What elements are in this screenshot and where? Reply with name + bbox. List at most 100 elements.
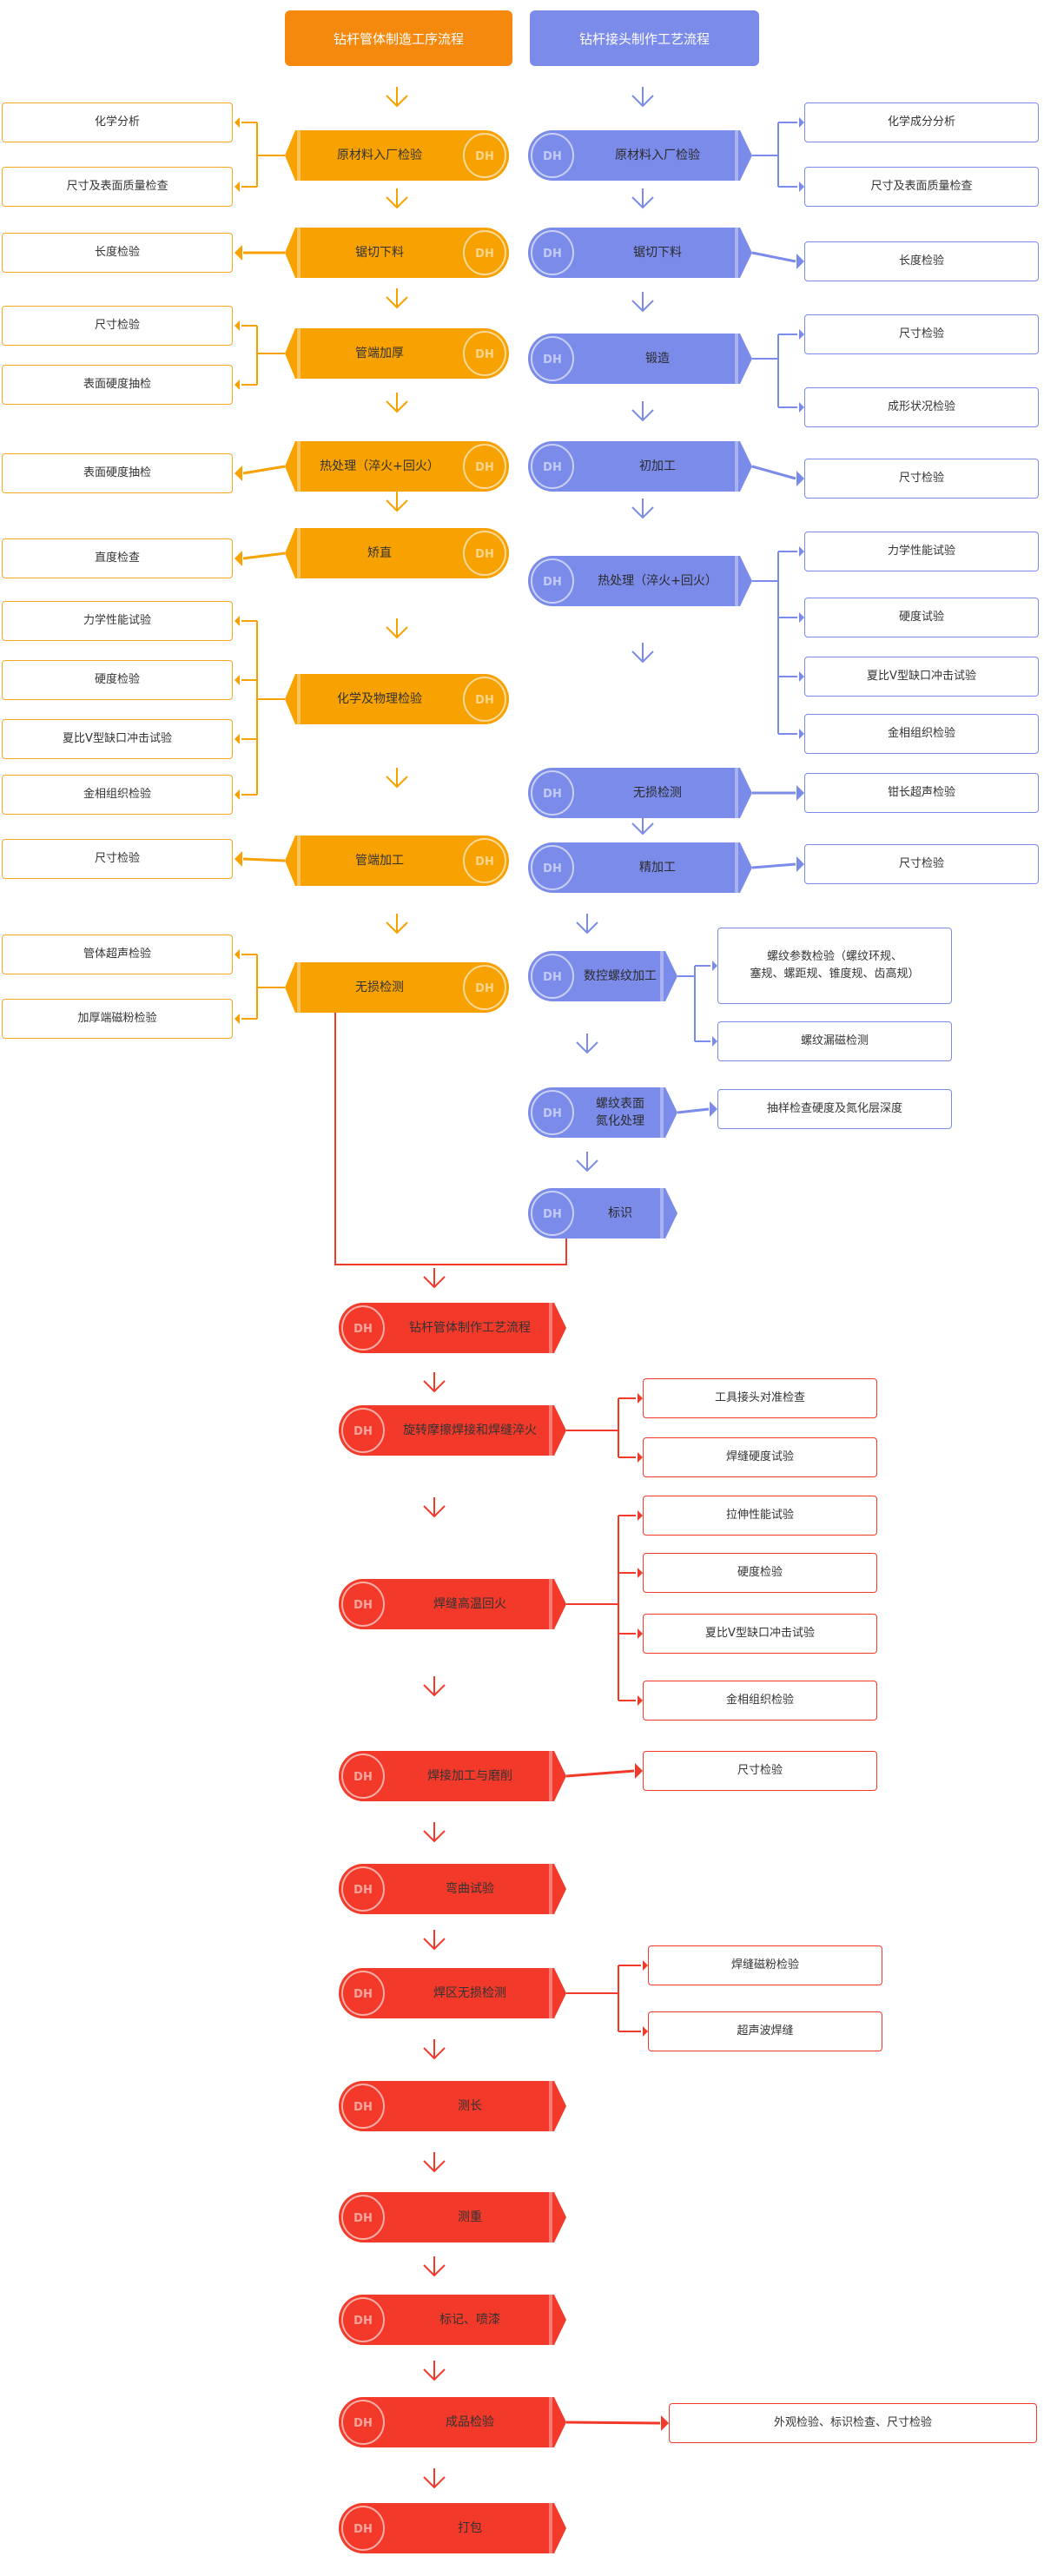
step-label: 焊区无损检测 — [433, 1986, 506, 2000]
blue-check-box: 力学性能试验 — [804, 532, 1039, 571]
dh-badge-icon: DH — [285, 130, 509, 181]
blue-check-box: 尺寸及表面质量检查 — [804, 167, 1039, 207]
orange-check-box: 尺寸及表面质量检查 — [2, 167, 233, 207]
connector-line — [677, 1107, 710, 1114]
dh-badge-icon: DH — [339, 2081, 566, 2131]
svg-text:DH: DH — [543, 788, 562, 801]
arrow-head — [235, 245, 242, 261]
step-label: 螺纹表面 — [596, 1097, 644, 1111]
connector-line — [565, 2421, 661, 2425]
svg-text:DH: DH — [354, 2523, 373, 2536]
orange-check-box: 表面硬度抽检 — [2, 453, 233, 493]
step-label: 原材料入厂检验 — [337, 149, 422, 162]
dh-badge-icon: DH — [339, 2503, 566, 2553]
dh-badge-icon: DH — [339, 1303, 566, 1353]
dh-badge-icon: DH — [528, 334, 752, 384]
arrow-head — [235, 851, 242, 867]
red-check-box: 夏比V型缺口冲击试验 — [643, 1614, 877, 1654]
arrow-head — [799, 329, 804, 340]
arrow-head — [638, 1695, 643, 1706]
svg-text:DH: DH — [354, 1599, 373, 1612]
blue-check-box: 螺纹参数检验（螺纹环规、塞规、螺距规、锥度规、齿高规） — [717, 928, 952, 1004]
svg-text:DH: DH — [543, 150, 562, 163]
svg-text:DH: DH — [543, 461, 562, 474]
red-check-box: 超声波焊缝 — [648, 2011, 882, 2051]
orange-check-box: 硬度检验 — [2, 660, 233, 700]
blue-step: DH 数控螺纹加工 — [528, 951, 677, 1001]
step-label: 弯曲试验 — [446, 1882, 494, 1896]
svg-text:DH: DH — [354, 2417, 373, 2430]
step-label: 标识 — [608, 1206, 632, 1220]
blue-check-box: 化学成分分析 — [804, 102, 1039, 142]
step-label: 钻杆管体制作工艺流程 — [409, 1321, 531, 1335]
red-check-box: 工具接头对准检查 — [643, 1378, 877, 1418]
dh-badge-icon: DH — [285, 441, 509, 492]
step-label: 管端加厚 — [355, 347, 404, 360]
arrow-head — [235, 551, 242, 566]
step-label: 焊接加工与磨削 — [427, 1769, 512, 1783]
step-label: 初加工 — [639, 459, 676, 473]
red-step: DH 测重 — [339, 2192, 566, 2242]
arrow-head — [235, 466, 242, 481]
arrow-head — [235, 675, 240, 685]
orange-check-box: 表面硬度抽检 — [2, 365, 233, 405]
red-check-box: 拉伸性能试验 — [643, 1496, 877, 1536]
svg-text:DH: DH — [543, 576, 562, 589]
orange-step: DH 管端加厚 — [285, 328, 509, 379]
step-label: 原材料入厂检验 — [615, 149, 700, 162]
orange-check-box: 化学分析 — [2, 102, 233, 142]
red-check-box: 焊缝磁粉检验 — [648, 1945, 882, 1985]
blue-check-box: 成形状况检验 — [804, 387, 1039, 427]
step-label: 数控螺纹加工 — [584, 969, 657, 983]
arrow-head — [643, 2026, 648, 2037]
arrow-head — [799, 182, 804, 192]
svg-text:DH: DH — [475, 855, 494, 869]
connector-line — [242, 465, 286, 475]
dh-badge-icon: DH — [528, 768, 752, 818]
arrow-head — [235, 182, 240, 192]
arrow-head — [712, 1036, 717, 1047]
arrow-head — [235, 320, 240, 331]
arrow-head — [643, 1960, 648, 1971]
orange-step: DH 管端加工 — [285, 836, 509, 886]
arrow-head — [635, 1763, 643, 1779]
arrow-head — [235, 616, 240, 626]
connector-line — [565, 1769, 635, 1778]
dh-badge-icon: DH — [339, 2192, 566, 2242]
blue-header: 钻杆接头制作工艺流程 — [530, 10, 759, 66]
svg-text:DH: DH — [543, 971, 562, 984]
svg-text:DH: DH — [475, 348, 494, 361]
svg-text:DH: DH — [543, 1107, 562, 1120]
svg-text:DH: DH — [543, 248, 562, 261]
arrow-head — [796, 856, 804, 872]
dh-badge-icon: DH — [339, 2295, 566, 2345]
orange-check-box: 管体超声检验 — [2, 935, 233, 974]
svg-text:DH: DH — [475, 982, 494, 995]
arrow-head — [799, 117, 804, 128]
step-label: 标记、喷漆 — [439, 2313, 500, 2327]
orange-check-box: 尺寸检验 — [2, 839, 233, 879]
box-label: 螺纹参数检验（螺纹环规、 — [766, 950, 902, 963]
blue-step: DH 初加工 — [528, 441, 752, 492]
blue-check-box: 金相组织检验 — [804, 714, 1039, 754]
svg-text:DH: DH — [354, 2212, 373, 2225]
dh-badge-icon: DH — [339, 2397, 566, 2447]
step-label: 测重 — [458, 2210, 482, 2224]
connector-line — [751, 251, 796, 263]
step-label: 管端加工 — [355, 854, 404, 868]
arrow-head — [638, 1452, 643, 1463]
arrow-head — [638, 1628, 643, 1639]
dh-badge-icon: DH — [339, 1968, 566, 2018]
dh-badge-icon: DH — [285, 674, 509, 724]
